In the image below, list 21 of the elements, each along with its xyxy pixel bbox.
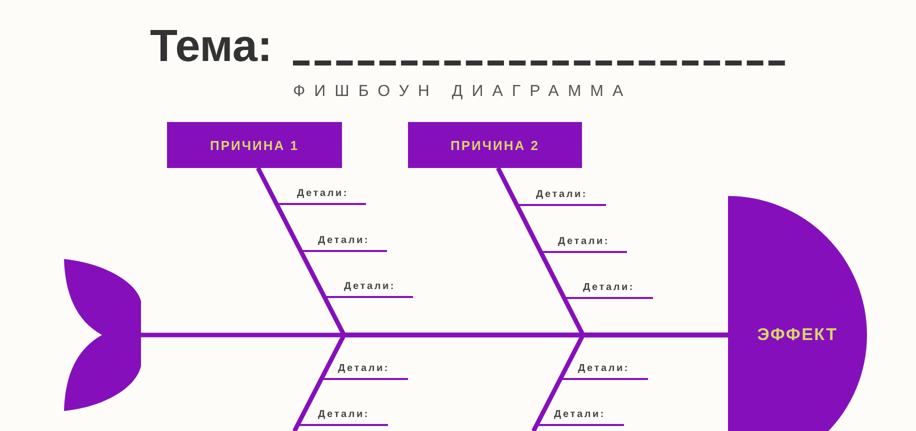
detail-label: Детали: — [583, 282, 635, 294]
detail-label: Детали: — [318, 235, 370, 247]
cause-box: ПРИЧИНА 1 — [167, 122, 342, 168]
detail-label: Детали: — [578, 363, 630, 375]
detail-line — [257, 168, 413, 298]
detail-line — [497, 168, 653, 299]
bone-line — [532, 332, 728, 431]
cause-box: ПРИЧИНА 2 — [408, 122, 582, 168]
detail-label: Детали: — [318, 409, 370, 421]
subtitle-text: ФИШБОУН ДИАГРАММА — [293, 84, 632, 100]
title-text: Тема: — [150, 23, 272, 68]
detail-line — [532, 424, 624, 431]
effect-label: ЭФФЕКТ — [757, 325, 838, 345]
detail-label: Детали: — [536, 189, 588, 201]
detail-label: Детали: — [554, 409, 606, 421]
detail-label: Детали: — [558, 236, 610, 248]
detail-label: Детали: — [297, 188, 349, 200]
fish-tail — [64, 259, 141, 411]
detail-line — [294, 424, 388, 431]
detail-label: Детали: — [344, 281, 396, 293]
detail-label: Детали: — [338, 363, 390, 375]
